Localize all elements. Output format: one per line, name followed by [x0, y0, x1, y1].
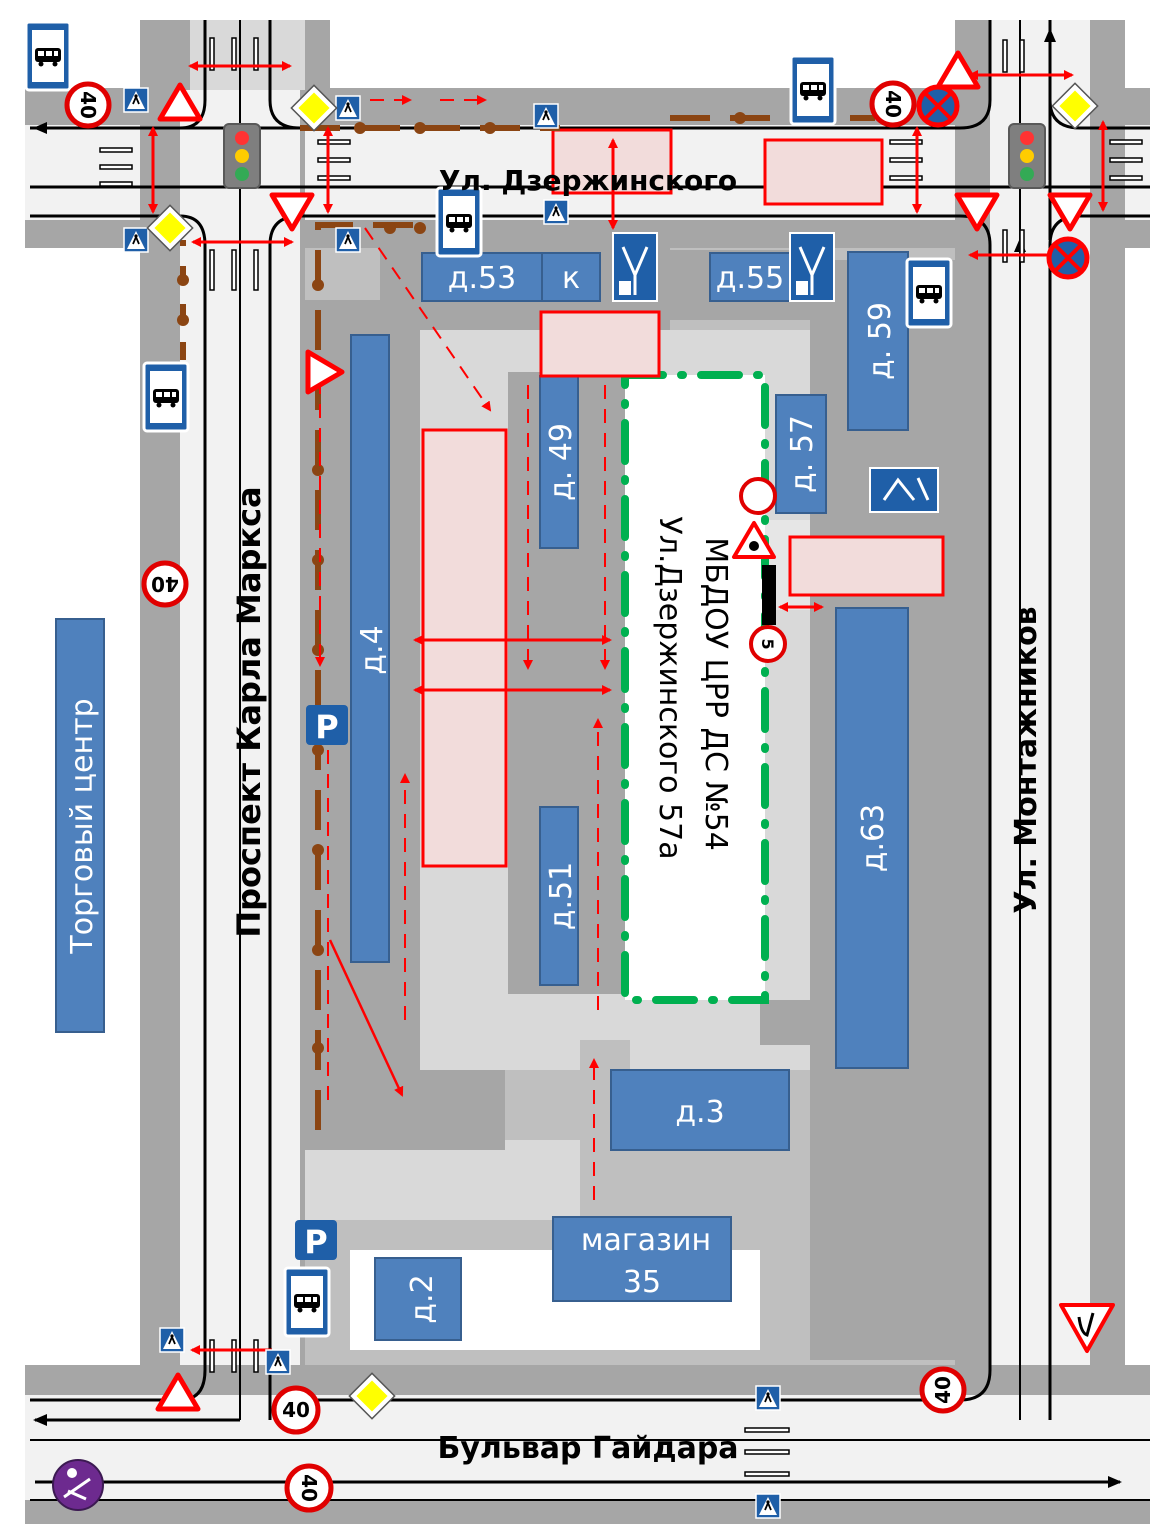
label-d53: д.53 — [448, 261, 516, 296]
speed-limit-1: 40 — [76, 91, 100, 119]
speed-limit-3: 40 — [151, 572, 179, 596]
label-d55: д.55 — [716, 261, 784, 296]
label-d51: д.51 — [544, 862, 579, 930]
zebra-top-left — [99, 37, 351, 291]
buildings: д.53 к д.55 д. 59 д. 49 д. 57 д.4 д.51 д… — [55, 251, 909, 1341]
label-mall: Торговый центр — [65, 698, 100, 954]
kindergarten-address: Ул.Дзержинского 57а — [652, 516, 687, 859]
label-d63: д.63 — [856, 804, 891, 872]
building-d57 — [775, 394, 827, 514]
child-route — [177, 112, 875, 1130]
street-labels: Ул. Дзержинского Проспект Карла Маркса У… — [230, 164, 1044, 1466]
street-dzerzhinskogo: Ул. Дзержинского — [439, 164, 737, 197]
building-d51 — [539, 806, 579, 986]
building-mall — [55, 618, 105, 1033]
pedestrian-cycle-sign — [52, 1459, 104, 1511]
children-crossing-signs — [612, 232, 939, 513]
zebra-top-right — [889, 39, 1143, 263]
street-karla-marksa: Проспект Карла Маркса — [230, 486, 268, 937]
label-d4: д.4 — [355, 625, 390, 674]
speed-limit-signs: 40 40 40 40 40 40 5 — [64, 80, 967, 1513]
label-d2: д.2 — [405, 1274, 440, 1323]
speed-limit-2: 40 — [881, 90, 905, 118]
label-shop-line2: 35 — [623, 1265, 661, 1300]
street-montazhnikov: Ул. Монтажников — [1009, 606, 1044, 913]
kindergarten-name: МБДОУ ЦРР ДС №54 — [698, 537, 733, 851]
label-d59: д. 59 — [863, 302, 898, 380]
building-d2 — [374, 1257, 462, 1341]
crossing-arrows — [148, 61, 1108, 1355]
parking-label-1: P — [315, 708, 338, 746]
building-d63 — [835, 607, 909, 1069]
vehicle-path-solid — [328, 939, 404, 1097]
speed-limit-5: 40 — [931, 1376, 955, 1404]
street-gaidara: Бульвар Гайдара — [437, 1431, 738, 1466]
speed-limit-inner: 5 — [758, 638, 777, 649]
parking-signs: P P — [295, 705, 348, 1261]
kindergarten-gate — [762, 565, 776, 625]
speed-limit-6: 40 — [297, 1474, 321, 1502]
warning-signs — [158, 53, 978, 1409]
zebra-bottom — [209, 1339, 790, 1477]
parking-label-2: P — [304, 1223, 327, 1261]
vehicle-paths — [315, 95, 610, 1200]
zebra-crossings — [99, 37, 1143, 1477]
no-entry-ring — [739, 477, 777, 515]
label-k: к — [562, 261, 580, 296]
speed-limit-4: 40 — [282, 1398, 310, 1422]
label-d3: д.3 — [675, 1095, 724, 1130]
building-d59 — [847, 251, 909, 431]
label-d49: д. 49 — [544, 423, 579, 501]
building-d53 — [421, 252, 543, 302]
building-d3 — [610, 1069, 790, 1151]
building-d4 — [350, 334, 390, 963]
building-k — [541, 252, 601, 302]
label-d57: д. 57 — [785, 415, 820, 493]
building-d49 — [539, 375, 579, 549]
kindergarten-area: МБДОУ ЦРР ДС №54 Ул.Дзержинского 57а — [621, 371, 776, 1004]
yield-signs — [272, 195, 1115, 1353]
traffic-direction-arrows — [33, 28, 1122, 1488]
building-shop — [552, 1216, 732, 1302]
label-shop-line1: магазин — [581, 1223, 711, 1258]
